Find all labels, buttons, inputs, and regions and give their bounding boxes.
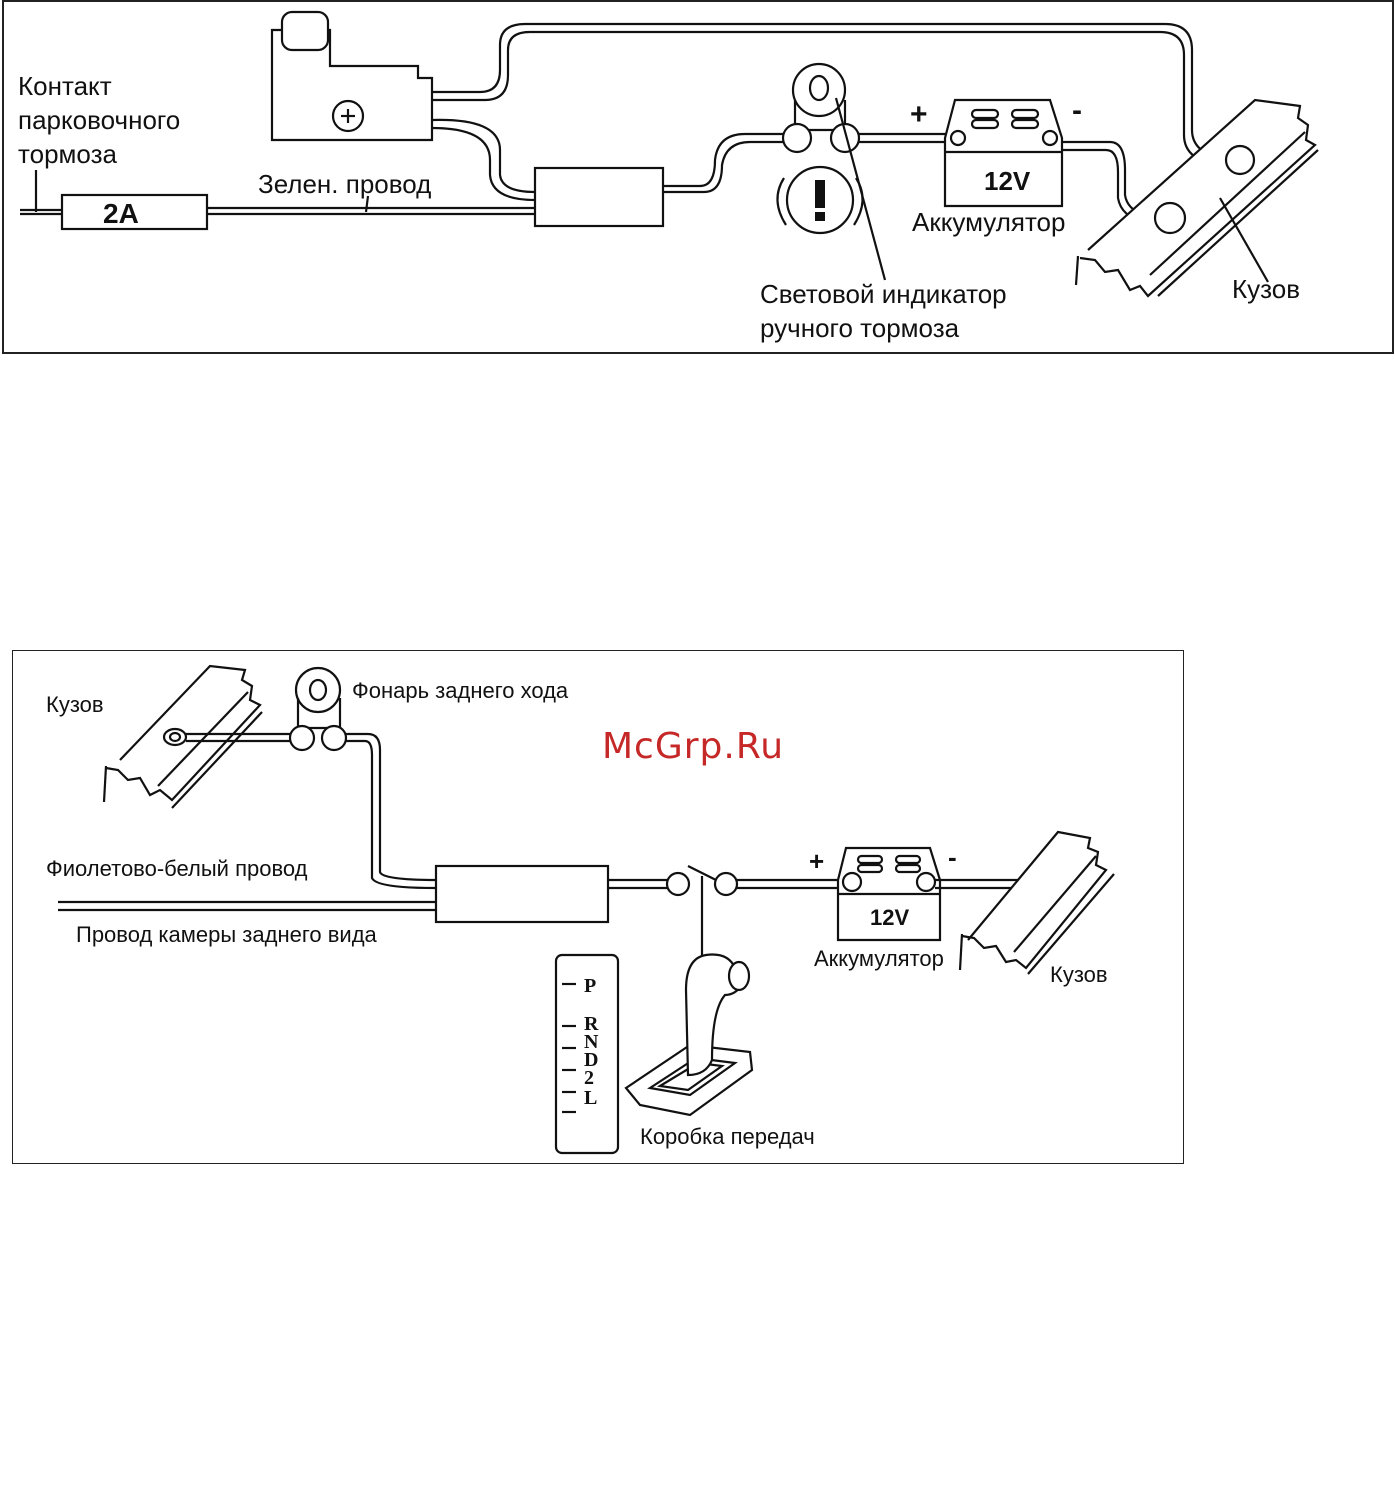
battery-voltage-top: 12V (984, 166, 1031, 196)
watermark: McGrp.Ru (602, 726, 784, 767)
battery-label-bottom: Аккумулятор (814, 946, 944, 971)
control-module-top (535, 168, 663, 226)
parking-contact-label-3: тормоза (18, 140, 117, 170)
body-ground-bolt-2 (1155, 203, 1185, 233)
battery-plus-top: + (910, 98, 928, 131)
body-label-top: Кузов (1232, 275, 1300, 305)
reverse-light-label: Фонарь заднего хода (352, 678, 568, 703)
body-label-right: Кузов (1050, 962, 1108, 987)
car-body-rail-top (1080, 100, 1315, 296)
parking-brake-wiring-svg: 2A 12V + - (0, 0, 1395, 360)
brake-indicator-label-2: ручного тормоза (760, 314, 959, 344)
battery-minus-top: - (1072, 94, 1082, 127)
device-to-module-wire (432, 120, 535, 192)
reverse-camera-diagram-panel (12, 650, 1184, 1164)
gearbox-label: Коробка передач (640, 1124, 815, 1149)
camera-wire-label: Провод камеры заднего вида (76, 922, 377, 947)
device-top-cap (282, 12, 328, 50)
body-label-left: Кузов (46, 692, 104, 717)
parking-contact-label-1: Контакт (18, 72, 112, 102)
battery-label-top: Аккумулятор (912, 208, 1065, 238)
green-wire-label: Зелен. провод (258, 170, 431, 200)
indicator-terminal-left (783, 124, 811, 152)
body-ground-bolt-1 (1226, 146, 1254, 174)
brake-indicator-label-1: Световой индикатор (760, 280, 1007, 310)
parking-contact-label-2: парковочного (18, 106, 180, 136)
violet-white-wire-label: Фиолетово-белый провод (46, 856, 308, 881)
fuse-text: 2A (103, 198, 139, 229)
